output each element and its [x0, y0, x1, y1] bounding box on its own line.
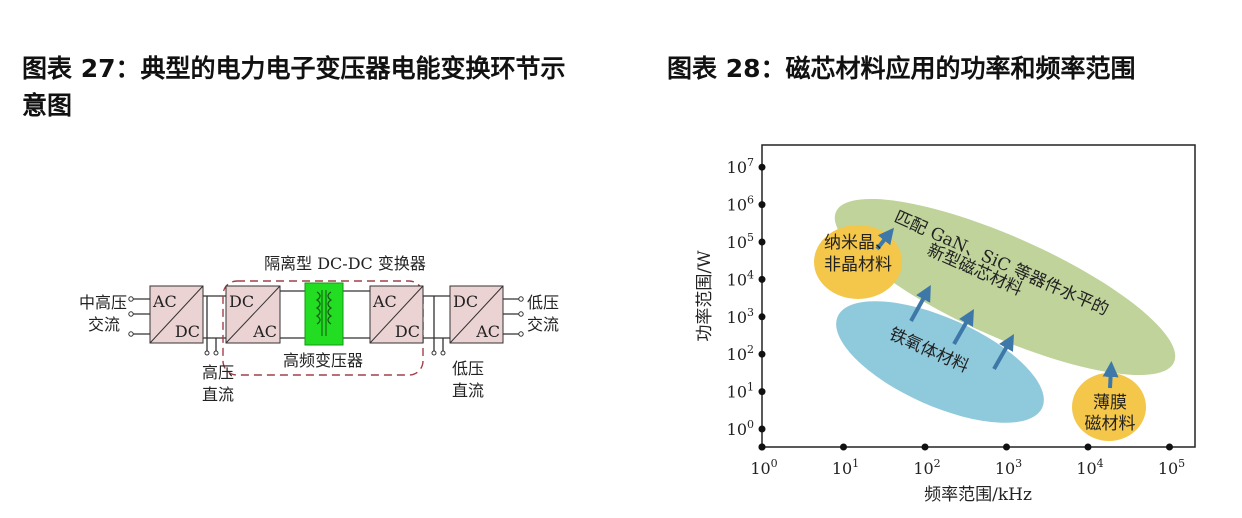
nano-label-line1: 纳米晶、 [824, 233, 892, 253]
nano-label-line2: 非晶材料 [824, 255, 892, 275]
y-tick-dot [758, 201, 766, 209]
input-label-line1: 中高压 [79, 293, 127, 312]
x-tick-dot [840, 443, 847, 451]
x-tick-label: 105 [1158, 457, 1185, 478]
x-tick-dot [1003, 443, 1010, 451]
y-tick-dot [758, 350, 766, 358]
figure28-title: 图表 28：磁芯材料应用的功率和频率范围 [667, 54, 1136, 83]
thin-film-region [1072, 373, 1146, 441]
output-label-line2: 交流 [527, 315, 559, 334]
figure27-title: 图表 27：典型的电力电子变压器电能变换环节示 意图 [22, 50, 652, 124]
magnetic-core-chart: 100 101 102 103 104 105 100 101 102 103 104 105 106… [695, 144, 1196, 505]
y-tick-label: 105 [727, 231, 754, 252]
film-label-line1: 薄膜 [1093, 393, 1127, 413]
x-tick-dot [1084, 443, 1092, 451]
origin-dot [758, 443, 766, 451]
y-tick-label: 106 [727, 194, 754, 215]
power-electronic-transformer-diagram: 隔离型 DC-DC 变换器 AC DC DC AC 高频变压器 AC DC [79, 254, 559, 404]
x-tick-label: 103 [995, 457, 1022, 478]
y-tick-dot [758, 425, 766, 433]
y-tick-label: 107 [727, 156, 754, 177]
output-label-line1: 低压 [527, 293, 559, 312]
x-axis-label: 频率范围/kHz [924, 485, 1032, 505]
new-materials-region [834, 198, 1176, 376]
y-tick-label: 103 [727, 306, 754, 327]
block-dc-ac-2: DC AC [449, 285, 504, 344]
y-tick-dot [758, 238, 766, 246]
plot-frame [761, 144, 1196, 448]
x-tick-label: 100 [750, 457, 777, 478]
arrow-icon [952, 309, 974, 345]
terminals [128, 296, 524, 356]
y-tick-label: 104 [727, 268, 754, 289]
arrow-icon [909, 284, 931, 322]
block-label-top: DC [453, 292, 478, 311]
arrows [875, 227, 1119, 389]
block-label-bottom: DC [395, 322, 420, 341]
y-tick-dot [758, 275, 766, 283]
figure27-title-line1: 图表 27：典型的电力电子变压器电能变换环节示 [22, 54, 566, 83]
y-tick-label: 100 [727, 418, 754, 439]
x-tick-dot [921, 443, 929, 451]
y-ticks: 100 101 102 103 104 105 106 107 [727, 156, 766, 451]
arrow-icon [992, 334, 1014, 370]
block-ac-dc-1: AC DC [149, 285, 204, 344]
arrow-icon [1102, 361, 1119, 389]
x-tick-label: 101 [832, 457, 859, 478]
isolated-dcdc-label: 隔离型 DC-DC 变换器 [264, 254, 426, 273]
y-tick-dot [758, 163, 766, 171]
block-dc-ac-1: DC AC [225, 285, 281, 344]
block-label-top: AC [372, 292, 397, 311]
block-label-top: DC [229, 292, 254, 311]
ferrite-region [836, 301, 1044, 423]
y-tick-label: 101 [727, 381, 754, 402]
block-label-bottom: AC [252, 322, 277, 341]
x-tick-label: 104 [1076, 457, 1103, 478]
x-tick-dot [1166, 443, 1173, 451]
wires [132, 290, 520, 352]
y-tick-dot [758, 388, 766, 396]
figure27-title-line2: 意图 [22, 91, 73, 120]
y-axis-label: 功率范围/W [695, 250, 715, 342]
hvdc-label-line2: 直流 [202, 385, 234, 404]
y-tick-dot [758, 313, 766, 321]
transformer-label: 高频变压器 [283, 351, 363, 370]
x-ticks: 100 101 102 103 104 105 [750, 443, 1185, 478]
input-label-line2: 交流 [88, 315, 120, 334]
block-label-bottom: AC [475, 322, 500, 341]
lvdc-label-line1: 低压 [452, 359, 484, 378]
arrow-icon [875, 227, 894, 251]
x-tick-label: 102 [913, 457, 940, 478]
film-label-line2: 磁材料 [1085, 414, 1136, 434]
block-ac-dc-2: AC DC [369, 285, 424, 344]
y-tick-label: 102 [727, 343, 754, 364]
lvdc-label-line2: 直流 [452, 381, 484, 400]
high-frequency-transformer [304, 282, 344, 346]
hvdc-label-line1: 高压 [202, 363, 234, 382]
block-label-top: AC [152, 292, 177, 311]
block-label-bottom: DC [175, 322, 200, 341]
